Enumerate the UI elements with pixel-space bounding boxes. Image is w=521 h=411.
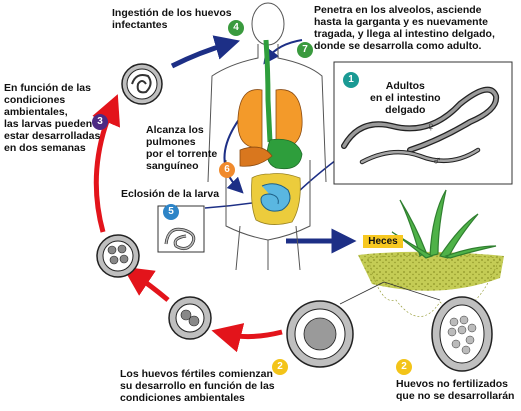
step-7-badge: 7	[297, 42, 313, 58]
esophagus	[263, 39, 273, 143]
step-3-badge: 3	[92, 114, 108, 130]
step-2-badge-fertile: 2	[272, 359, 288, 375]
liver	[239, 146, 273, 167]
egg-early	[168, 296, 212, 340]
arrow-alveoli	[263, 39, 303, 65]
step-1-badge: 1	[343, 72, 359, 88]
egg-developing	[96, 234, 140, 278]
arrow-bloodstream	[223, 117, 244, 194]
label-ingestion: Ingestión de los huevos infectantes	[112, 7, 232, 31]
step-6-badge: 6	[219, 162, 235, 178]
stomach	[266, 138, 303, 170]
egg-fertile	[286, 300, 354, 368]
label-fertile-eggs: Los huevos fértiles comienzan su desarro…	[120, 368, 275, 404]
arrow-fertile-to-egg	[211, 323, 283, 353]
adults-box	[333, 61, 513, 185]
arrow-egg-to-egg	[122, 266, 170, 302]
egg-unfertilized	[431, 296, 493, 372]
female-symbol: ♀	[426, 119, 436, 134]
arrow-ingestion	[170, 35, 241, 69]
label-lungs: Alcanza los pulmones por el torrente san…	[146, 124, 218, 172]
male-symbol: ♂	[432, 153, 442, 168]
label-alveoli: Penetra en los alveolos, asciende hasta …	[314, 4, 495, 52]
feces-label: Heces	[363, 235, 403, 248]
step-4-badge: 4	[228, 20, 244, 36]
soil-grass	[358, 189, 504, 317]
blue-arrows	[170, 35, 357, 254]
label-unfertilized: Huevos no fertilizados que no se desarro…	[396, 378, 515, 402]
step-5-badge: 5	[163, 204, 179, 220]
feces-connector-lines	[339, 281, 441, 305]
label-hatching: Eclosión de la larva	[121, 188, 220, 200]
step-2-badge-unfertilized: 2	[396, 359, 412, 375]
label-environmental: En función de las condiciones ambientale…	[4, 82, 101, 154]
lungs	[237, 89, 303, 149]
small-intestine	[260, 183, 291, 212]
label-adults: Adultos en el intestino delgado	[370, 80, 441, 116]
egg-infective	[121, 63, 163, 105]
